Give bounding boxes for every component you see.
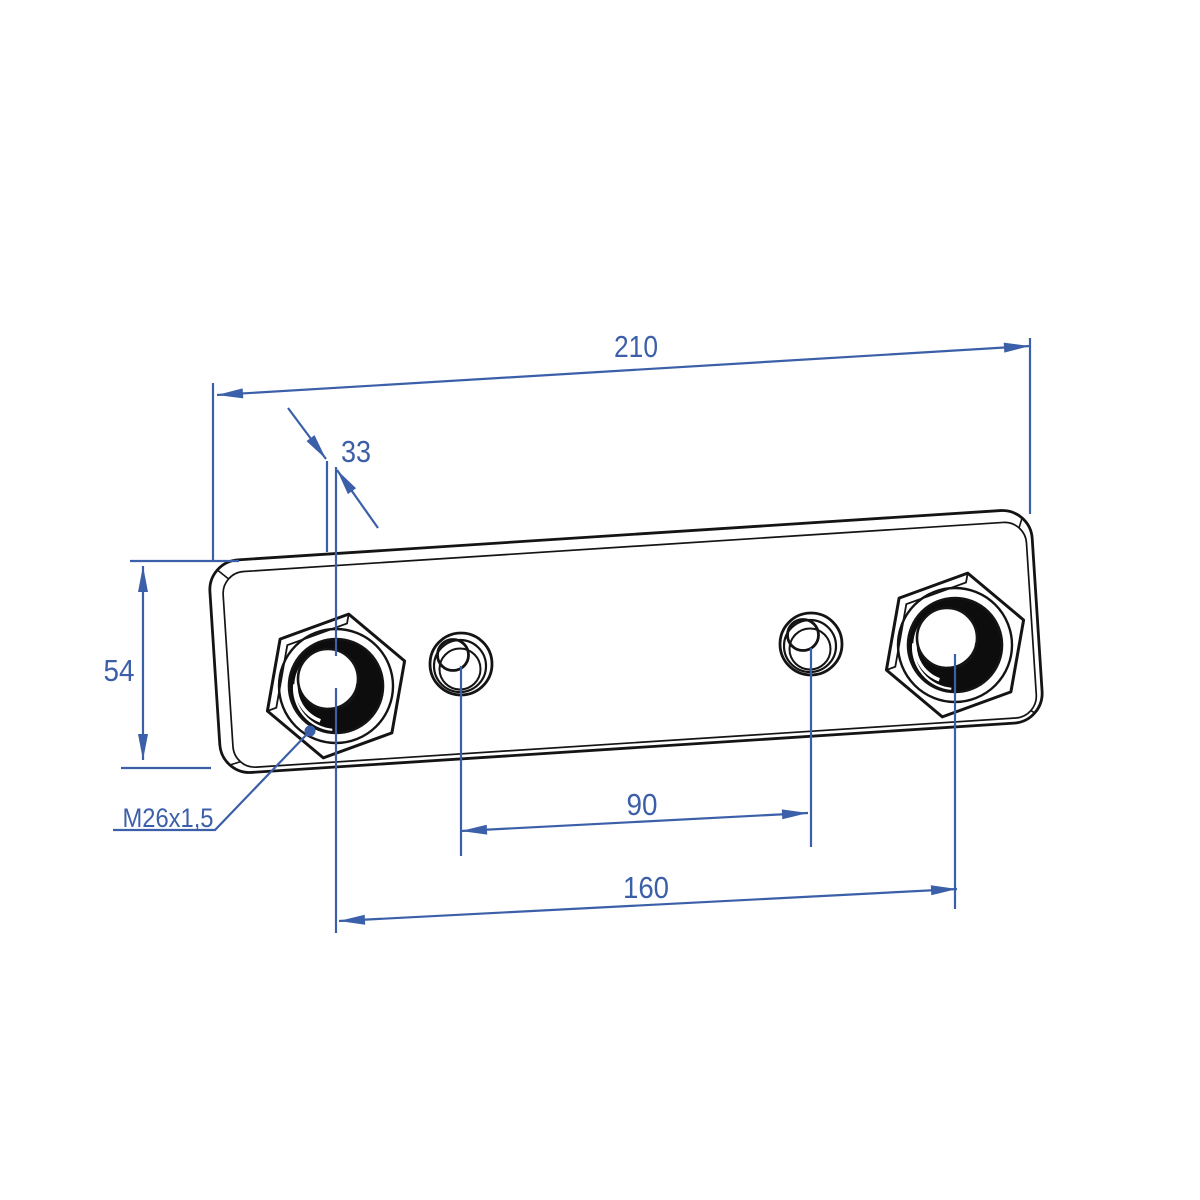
dimension-210-label: 210 bbox=[614, 329, 658, 364]
through-hole bbox=[296, 647, 360, 711]
dimension-line bbox=[338, 887, 958, 923]
thread-callout: M26x1,5 bbox=[113, 725, 316, 833]
through-hole bbox=[915, 606, 979, 670]
arrowhead-right-icon bbox=[930, 885, 957, 896]
hole-far-edge-arc bbox=[327, 683, 358, 710]
arrowhead-bottom-icon bbox=[138, 734, 148, 760]
plate-front-face-edge bbox=[222, 521, 1038, 769]
hex-chamfer-facets bbox=[886, 572, 969, 671]
thread-bore-shadow bbox=[289, 638, 383, 734]
thread-callout-label: M26x1,5 bbox=[123, 803, 214, 833]
hex-outline bbox=[884, 571, 1026, 719]
arrowhead-left-icon bbox=[217, 388, 244, 399]
leader-dot-icon bbox=[304, 725, 316, 737]
corner-seam-bottom-left bbox=[229, 760, 241, 766]
thread-bore-shadow bbox=[908, 597, 1002, 693]
dimension-line bbox=[216, 344, 1031, 397]
arrowhead-left-icon bbox=[461, 824, 488, 835]
hole-far-edge-arc bbox=[946, 642, 977, 669]
plate-body bbox=[208, 509, 1044, 774]
right-hex-nut bbox=[884, 571, 1026, 719]
dimension-160: 160 bbox=[334, 467, 958, 933]
arrowhead-top-icon bbox=[138, 566, 148, 592]
thread-highlight-arc-2 bbox=[911, 643, 952, 690]
dimension-54: 54 bbox=[104, 559, 239, 770]
dimension-54-label: 54 bbox=[104, 653, 135, 688]
dimension-33-label: 33 bbox=[341, 434, 371, 469]
arrowhead-right-icon bbox=[1003, 342, 1030, 353]
small-through-hole bbox=[436, 638, 470, 672]
arrowhead-left-icon bbox=[339, 914, 366, 925]
dimension-160-label: 160 bbox=[623, 870, 669, 905]
dimension-33: 33 bbox=[287, 407, 379, 552]
hex-outline bbox=[265, 612, 407, 760]
dimension-90: 90 bbox=[459, 648, 813, 856]
small-through-hole bbox=[786, 618, 820, 652]
dimension-210: 210 bbox=[211, 329, 1032, 560]
hex-chamfer-facets bbox=[267, 613, 350, 712]
corner-seam-top-right bbox=[1018, 517, 1023, 529]
arrowhead-upper-icon bbox=[306, 435, 326, 459]
dimension-90-label: 90 bbox=[627, 787, 658, 822]
thread-highlight-arc-2 bbox=[292, 684, 333, 731]
arrowhead-right-icon bbox=[781, 809, 808, 820]
leader-line bbox=[113, 730, 311, 832]
plate-outer-silhouette bbox=[208, 509, 1044, 774]
corner-seam-bottom-right bbox=[1030, 709, 1036, 714]
dimension-line bbox=[460, 811, 809, 833]
corner-seam-top-left bbox=[216, 569, 230, 580]
arrowhead-lower-icon bbox=[337, 470, 357, 495]
